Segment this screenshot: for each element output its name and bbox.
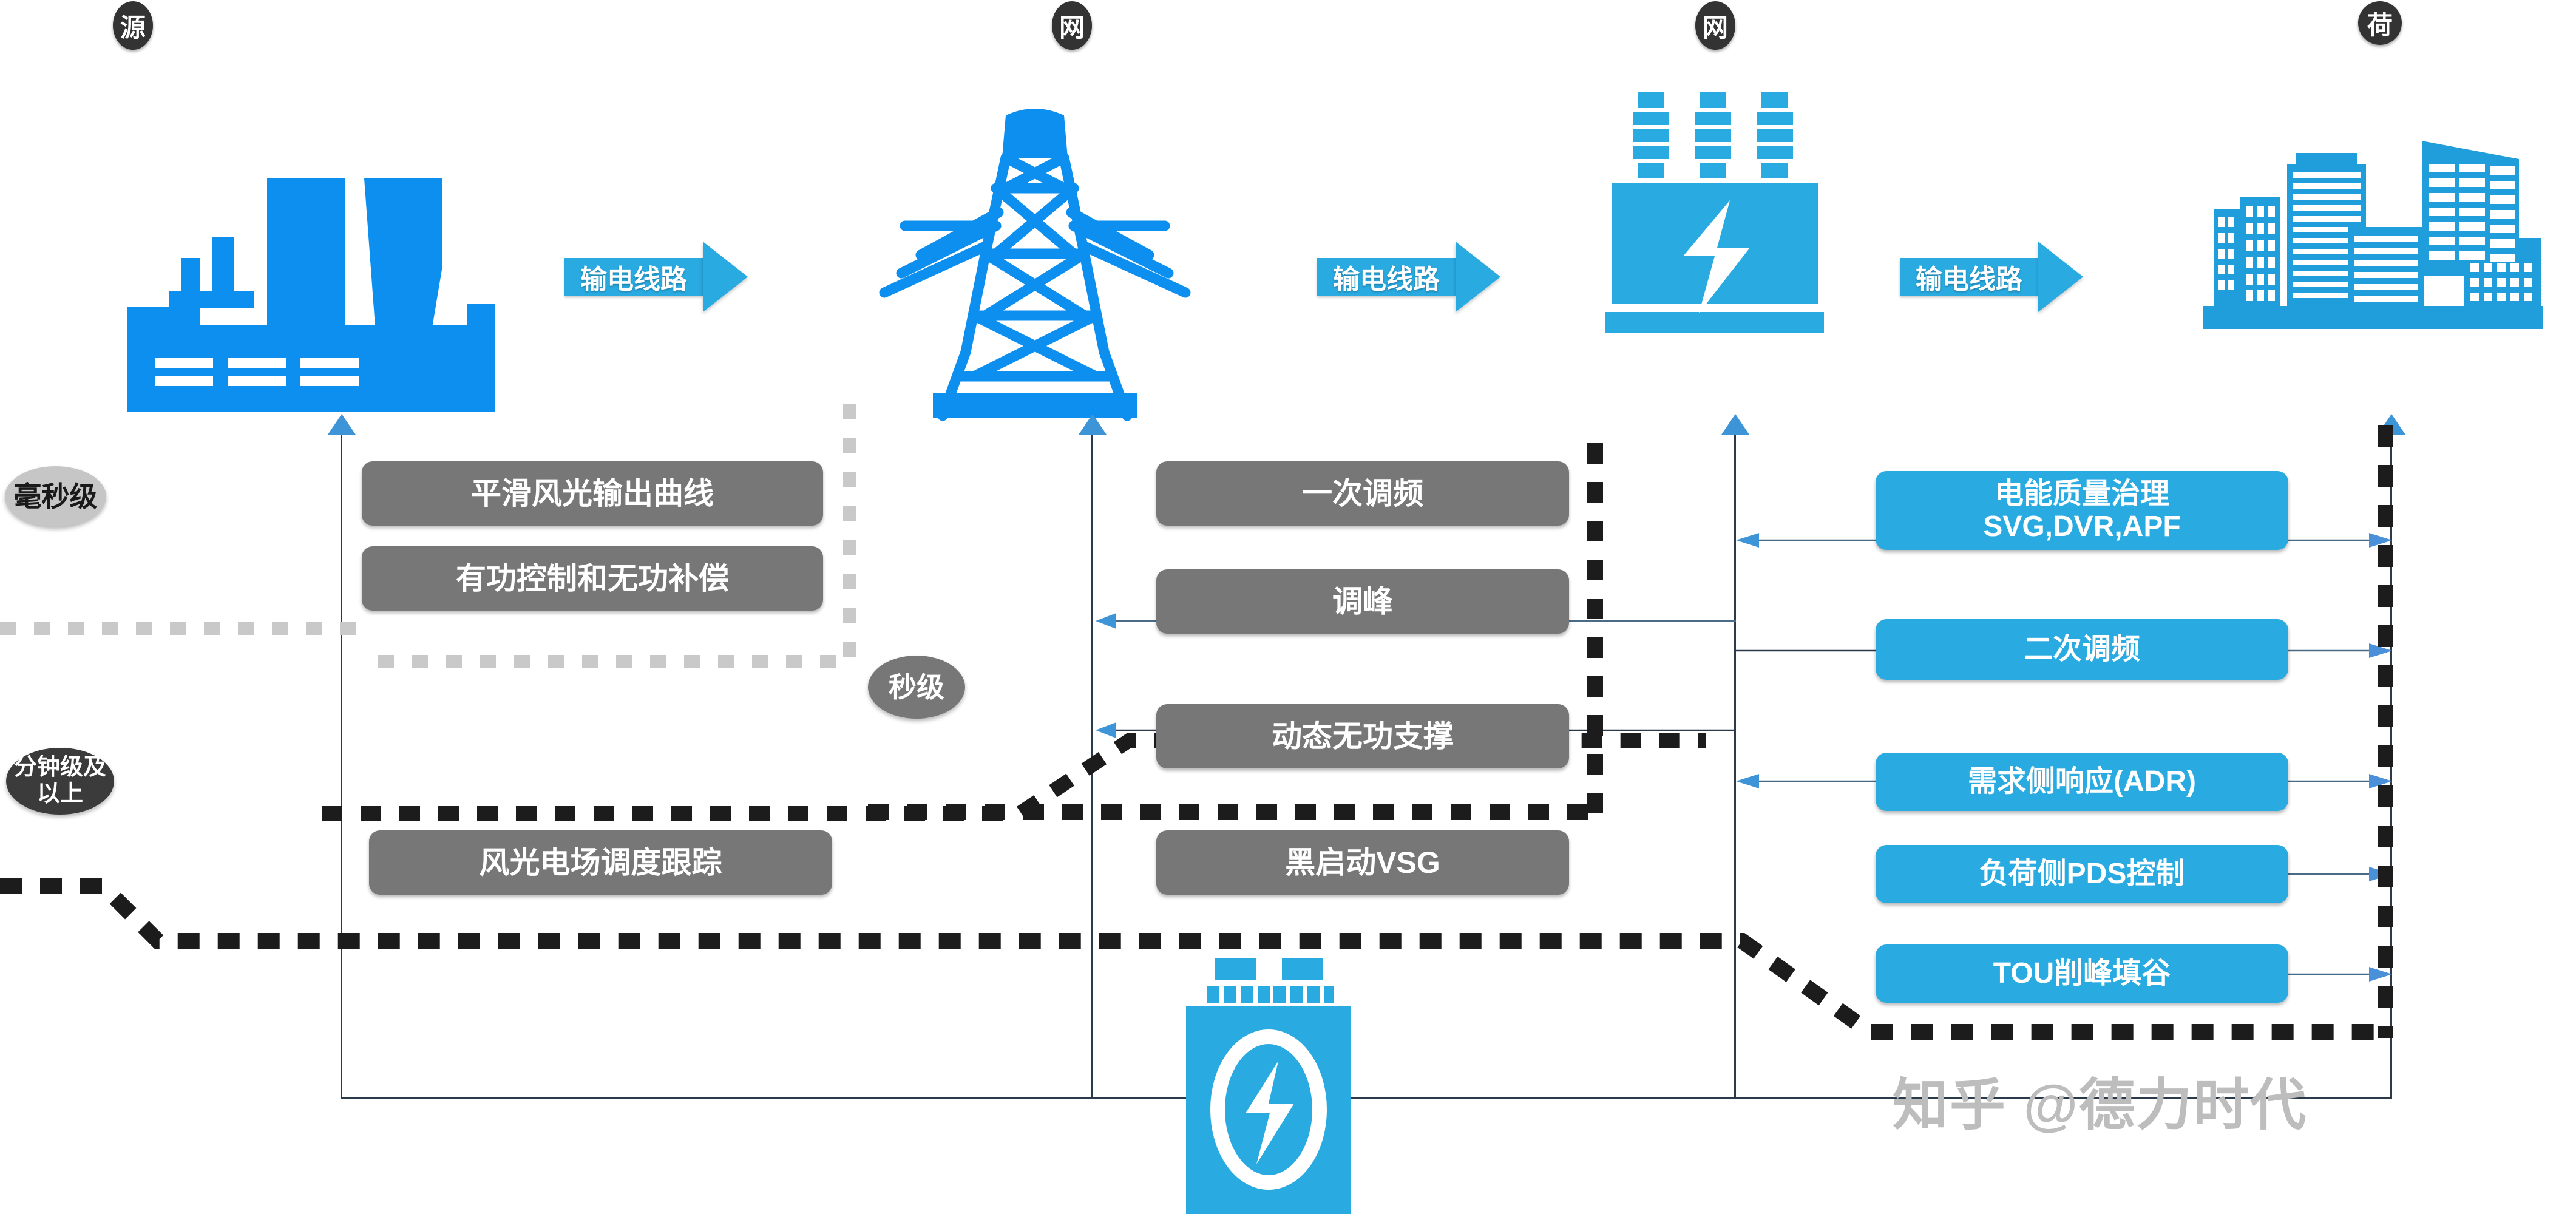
grid-column-dashed-boundary bbox=[1584, 443, 1608, 826]
grid-column-dashed-bottom bbox=[868, 800, 1602, 824]
city-buildings-icon bbox=[2203, 135, 2543, 329]
flow-arrow-1-head bbox=[703, 242, 748, 312]
measure-box-primary-frequency-label: 一次调频 bbox=[1302, 476, 1423, 510]
power-plant-icon bbox=[121, 176, 571, 413]
measure-box-demand-response-label: 需求侧响应(ADR) bbox=[1968, 765, 2196, 798]
millisecond-dashed-path bbox=[0, 401, 874, 680]
measure-box-black-start-vsg[interactable]: 黑启动VSG bbox=[1156, 830, 1569, 895]
measure-box-peak-shaving-label: 调峰 bbox=[1332, 585, 1393, 619]
measure-box-power-quality[interactable]: 电能质量治理 SVG,DVR,APF bbox=[1876, 471, 2288, 550]
flow-arrow-1-label: 输电线路 bbox=[564, 258, 703, 296]
transmission-tower-icon bbox=[877, 91, 1193, 421]
stage-badge-grid-1: 网 bbox=[1052, 1, 1092, 50]
stage-badge-load-label: 荷 bbox=[2367, 10, 2393, 39]
measure-box-active-reactive-label: 有功控制和无功补偿 bbox=[456, 561, 729, 595]
timescale-minute-label-line2: 以上 bbox=[36, 781, 83, 807]
measure-box-smooth-output-label: 平滑风光输出曲线 bbox=[471, 476, 714, 510]
source-vertical-axis bbox=[341, 425, 342, 1099]
baseline-horizontal bbox=[341, 1097, 2392, 1099]
measure-box-pds-control[interactable]: 负荷侧PDS控制 bbox=[1876, 845, 2288, 903]
measure-box-primary-frequency[interactable]: 一次调频 bbox=[1156, 461, 1569, 526]
timescale-second: 秒级 bbox=[868, 656, 965, 719]
stage-badge-source-label: 源 bbox=[120, 13, 146, 42]
stage-badge-grid-2-label: 网 bbox=[1702, 13, 1728, 42]
measure-box-secondary-frequency-label: 二次调频 bbox=[2023, 633, 2140, 666]
stage-badge-grid-2: 网 bbox=[1695, 1, 1735, 50]
flow-arrow-3: 输电线路 bbox=[1900, 242, 2083, 312]
flow-arrow-3-head bbox=[2038, 242, 2083, 312]
flow-arrow-1: 输电线路 bbox=[564, 242, 748, 312]
flow-arrow-2: 输电线路 bbox=[1317, 242, 1500, 312]
source-axis-arrowhead bbox=[327, 413, 357, 437]
measure-box-dynamic-reactive[interactable]: 动态无功支撑 bbox=[1156, 704, 1569, 768]
measure-box-pds-control-label: 负荷侧PDS控制 bbox=[1979, 858, 2185, 890]
measure-box-secondary-frequency[interactable]: 二次调频 bbox=[1876, 619, 2288, 680]
measure-box-active-reactive[interactable]: 有功控制和无功补偿 bbox=[362, 546, 823, 611]
measure-box-dispatch-tracking-label: 风光电场调度跟踪 bbox=[479, 846, 722, 880]
measure-box-power-quality-line1: 电能质量治理 bbox=[1994, 478, 2169, 510]
measure-box-demand-response[interactable]: 需求侧响应(ADR) bbox=[1876, 753, 2288, 811]
stage-badge-source: 源 bbox=[113, 1, 153, 50]
timescale-second-label: 秒级 bbox=[889, 671, 944, 703]
timescale-millisecond: 毫秒级 bbox=[5, 466, 106, 527]
measure-box-power-quality-line2: SVG,DVR,APF bbox=[1983, 510, 2181, 543]
measure-box-tou-peak-fill[interactable]: TOU削峰填谷 bbox=[1876, 944, 2288, 1003]
timescale-millisecond-label: 毫秒级 bbox=[13, 480, 98, 512]
measure-box-tou-peak-fill-label: TOU削峰填谷 bbox=[1993, 957, 2171, 990]
measure-box-dispatch-tracking[interactable]: 风光电场调度跟踪 bbox=[369, 830, 832, 895]
grid2-vertical-axis bbox=[1734, 425, 1736, 1099]
substation-transformer-icon bbox=[1605, 91, 1836, 334]
stage-badge-load: 荷 bbox=[2358, 1, 2402, 45]
measure-box-smooth-output[interactable]: 平滑风光输出曲线 bbox=[362, 461, 823, 526]
timescale-minute-label-line1: 分钟级及 bbox=[13, 755, 106, 781]
flow-arrow-3-label: 输电线路 bbox=[1900, 258, 2038, 296]
flow-arrow-2-head bbox=[1456, 242, 1500, 312]
measure-box-black-start-vsg-label: 黑启动VSG bbox=[1285, 846, 1440, 880]
flow-arrow-2-label: 输电线路 bbox=[1317, 258, 1456, 296]
grid2-axis-arrowhead bbox=[1720, 413, 1751, 437]
watermark-text: 知乎 @德力时代 bbox=[1893, 1074, 2308, 1136]
battery-storage-icon bbox=[1178, 958, 1360, 1214]
measure-box-peak-shaving[interactable]: 调峰 bbox=[1156, 569, 1569, 634]
grid1-axis-arrowhead bbox=[1077, 413, 1108, 437]
stage-badge-grid-1-label: 网 bbox=[1059, 13, 1085, 42]
timescale-minute: 分钟级及 以上 bbox=[6, 748, 114, 815]
measure-box-dynamic-reactive-label: 动态无功支撑 bbox=[1272, 719, 1454, 753]
minute-level-dashed-path bbox=[0, 425, 2404, 1080]
